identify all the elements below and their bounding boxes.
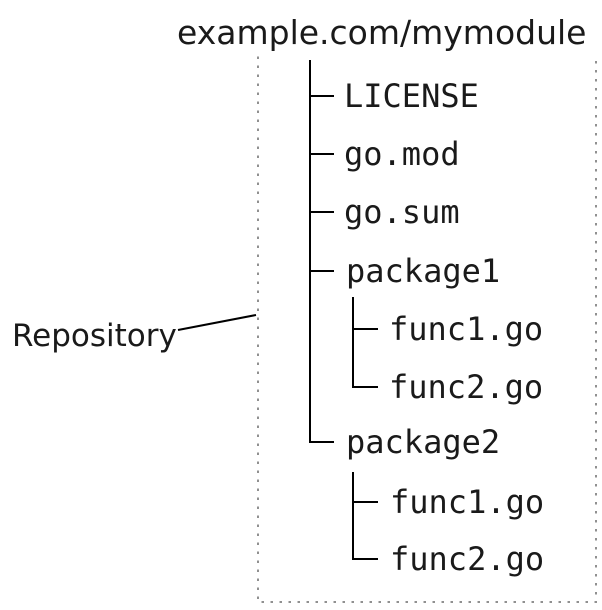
repository-label: Repository [12,318,177,354]
tree-item-package1: package1 [346,252,501,290]
tree-trunk-line [309,60,334,443]
tree-item-package1-func1-go: func1.go [389,310,544,348]
tree-item-package2: package2 [346,423,501,461]
package2-subtrunk-line [352,472,378,560]
tree-item-go-mod: go.mod [344,135,460,173]
tree-item-package2-func1-go: func1.go [390,483,545,521]
tree-item-package2-func2-go: func2.go [390,540,545,578]
tree-item-package1-func2-go: func2.go [389,368,544,406]
tree-item-go-sum: go.sum [344,193,460,231]
module-path-title: example.com/mymodule [163,10,601,56]
package1-subtrunk-line [352,297,378,388]
tree-item-license: LICENSE [344,77,479,115]
repository-pointer-line [177,314,257,331]
